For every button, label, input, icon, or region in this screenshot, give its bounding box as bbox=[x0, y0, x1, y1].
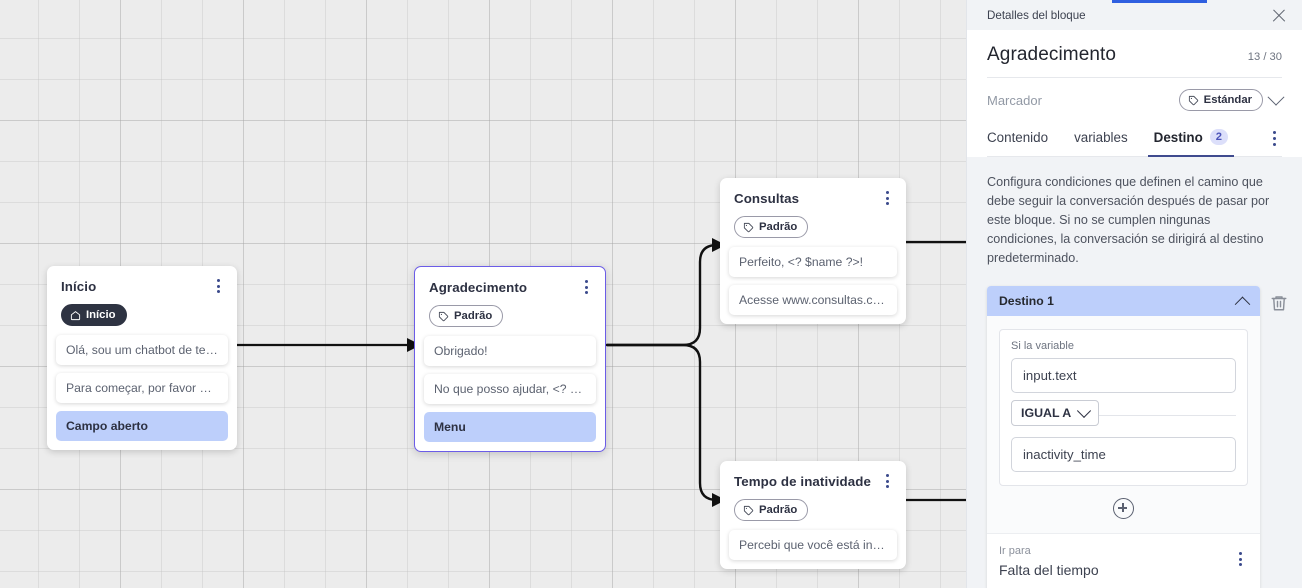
destination-block: Destino 1 Si la variable IGUAL A bbox=[987, 286, 1288, 588]
destination-title: Destino 1 bbox=[999, 294, 1054, 308]
goto-label: Ir para bbox=[999, 545, 1031, 557]
node-menu-button[interactable] bbox=[879, 189, 895, 207]
node-body: Perfeito, <? $name ?>! Acesse www.consul… bbox=[720, 238, 906, 324]
condition-box: Si la variable IGUAL A bbox=[999, 329, 1248, 486]
variable-input[interactable] bbox=[1011, 358, 1236, 393]
node-menu-button[interactable] bbox=[879, 472, 895, 490]
chevron-down-icon bbox=[1077, 403, 1092, 418]
panel-upper: Agradecimento 13 / 30 Marcador Estándar bbox=[967, 30, 1302, 157]
panel-tabs: Contenido variables Destino 2 bbox=[987, 121, 1282, 157]
node-menu-button[interactable] bbox=[210, 277, 226, 295]
panel-description: Configura condiciones que definen el cam… bbox=[987, 175, 1270, 265]
kebab-menu-icon[interactable] bbox=[1232, 550, 1248, 568]
node-header: Início Início bbox=[47, 266, 237, 326]
condition-label: Si la variable bbox=[1011, 340, 1074, 352]
node-message[interactable]: No que posso ajudar, <? $name ... bbox=[424, 374, 596, 404]
tab-label: variables bbox=[1074, 129, 1128, 145]
node-body: Olá, sou um chatbot de teste! Para começ… bbox=[47, 326, 237, 450]
tab-label: Destino bbox=[1153, 129, 1203, 145]
node-badge-default[interactable]: Padrão bbox=[734, 216, 809, 238]
node-message[interactable]: Para começar, por favor digite o ... bbox=[56, 373, 228, 403]
marker-value: Estándar bbox=[1203, 93, 1252, 106]
node-menu-button[interactable] bbox=[578, 278, 594, 296]
tag-icon bbox=[743, 505, 754, 516]
chevron-up-icon[interactable] bbox=[1234, 296, 1251, 312]
close-icon[interactable] bbox=[1270, 6, 1288, 24]
tag-icon bbox=[438, 311, 449, 322]
browser-tab-indicator bbox=[1112, 0, 1207, 3]
tag-icon bbox=[1188, 95, 1199, 106]
plus-circle-icon[interactable] bbox=[1113, 498, 1134, 519]
node-badge-label: Início bbox=[86, 308, 116, 321]
tab-contenido[interactable]: Contenido bbox=[987, 122, 1048, 156]
comparison-value-input[interactable] bbox=[1011, 437, 1236, 472]
panel-title-row: Agradecimento 13 / 30 bbox=[987, 30, 1282, 78]
block-details-panel: Detalles del bloque Agradecimento 13 / 3… bbox=[966, 0, 1302, 588]
node-message[interactable]: Olá, sou um chatbot de teste! bbox=[56, 335, 228, 365]
node-body: Percebi que você está inativo. C... bbox=[720, 521, 906, 569]
node-body: Obrigado! No que posso ajudar, <? $name … bbox=[415, 327, 605, 451]
node-header: Tempo de inatividade Padrão bbox=[720, 461, 906, 521]
node-title: Tempo de inatividade bbox=[734, 474, 871, 489]
destination-card: Destino 1 Si la variable IGUAL A bbox=[987, 286, 1260, 588]
operator-label: IGUAL A bbox=[1021, 406, 1072, 420]
panel-header: Detalles del bloque bbox=[967, 0, 1302, 30]
node-header: Agradecimento Padrão bbox=[415, 267, 605, 327]
node-message[interactable]: Obrigado! bbox=[424, 336, 596, 366]
flow-node-agradecimento[interactable]: Agradecimento Padrão Obrigado! No q bbox=[414, 266, 606, 452]
flow-node-inicio[interactable]: Início Início Olá, sou um chatbot de tes… bbox=[47, 266, 237, 450]
tab-count-badge: 2 bbox=[1209, 129, 1228, 145]
destination-header[interactable]: Destino 1 bbox=[987, 286, 1260, 316]
marker-control: Estándar bbox=[1178, 88, 1285, 111]
panel-header-label: Detalles del bloque bbox=[987, 8, 1086, 22]
node-badge-label: Padrão bbox=[454, 309, 493, 322]
node-title: Consultas bbox=[734, 191, 800, 206]
goto-row[interactable]: Ir para Falta del tiempo bbox=[987, 533, 1260, 588]
goto-value: Falta del tiempo bbox=[999, 562, 1099, 578]
node-message[interactable]: Acesse www.consultas.com par... bbox=[729, 285, 897, 315]
marker-badge[interactable]: Estándar bbox=[1178, 89, 1263, 111]
node-message[interactable]: Percebi que você está inativo. C... bbox=[729, 530, 897, 560]
panel-overflow-menu-button[interactable] bbox=[1266, 130, 1282, 148]
tab-label: Contenido bbox=[987, 129, 1049, 145]
node-title: Início bbox=[61, 279, 97, 294]
marker-row: Marcador Estándar bbox=[987, 78, 1285, 121]
node-badge-label: Padrão bbox=[759, 220, 798, 233]
node-badge-default[interactable]: Padrão bbox=[429, 305, 504, 327]
flow-node-consultas[interactable]: Consultas Padrão Perfeito, <? $name ?>! bbox=[720, 178, 906, 324]
node-badge-label: Padrão bbox=[759, 503, 798, 516]
node-input-field[interactable]: Campo aberto bbox=[56, 411, 228, 441]
flow-canvas[interactable]: Início Início Olá, sou um chatbot de tes… bbox=[0, 0, 966, 588]
add-condition-row bbox=[987, 486, 1260, 533]
tab-variables[interactable]: variables bbox=[1074, 122, 1128, 156]
node-badge-default[interactable]: Padrão bbox=[734, 499, 809, 521]
node-badge-start[interactable]: Início bbox=[61, 304, 127, 326]
tag-icon bbox=[743, 222, 754, 233]
page-title: Agradecimento bbox=[987, 44, 1117, 65]
goto-text: Ir para Falta del tiempo bbox=[999, 544, 1099, 579]
node-title: Agradecimento bbox=[429, 280, 528, 295]
flow-node-inatividade[interactable]: Tempo de inatividade Padrão Percebi que … bbox=[720, 461, 906, 569]
chevron-down-icon[interactable] bbox=[1267, 88, 1285, 106]
operator-select[interactable]: IGUAL A bbox=[1011, 400, 1100, 426]
operator-row: IGUAL A bbox=[1011, 400, 1236, 430]
marker-label: Marcador bbox=[987, 92, 1042, 108]
node-input-field[interactable]: Menu bbox=[424, 412, 596, 442]
tab-destino[interactable]: Destino 2 bbox=[1147, 121, 1235, 157]
node-message[interactable]: Perfeito, <? $name ?>! bbox=[729, 247, 897, 277]
home-icon bbox=[70, 310, 81, 321]
trash-icon[interactable] bbox=[1270, 293, 1288, 313]
node-header: Consultas Padrão bbox=[720, 178, 906, 238]
char-counter: 13 / 30 bbox=[1247, 51, 1282, 63]
